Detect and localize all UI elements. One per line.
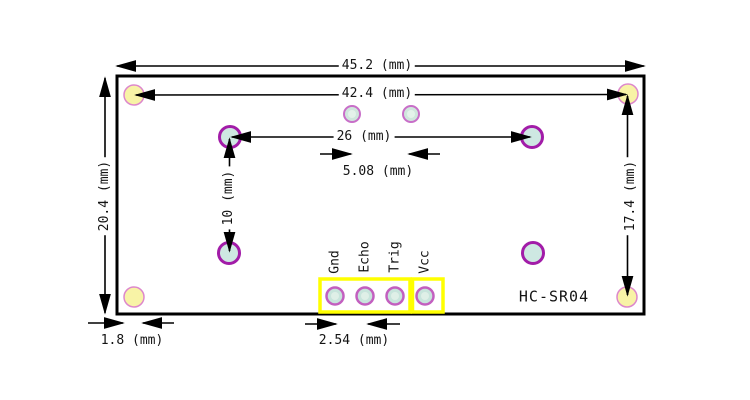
pin-label-vcc: Vcc — [417, 250, 433, 274]
corner-hole-bottom-left — [123, 286, 145, 308]
dim-label-transducer-hole-span: 26 (mm) — [333, 130, 395, 144]
small-hole-right-center — [407, 110, 415, 118]
pin-hole-vcc-center — [421, 292, 429, 300]
pin-hole-trig-center — [391, 292, 399, 300]
dim-label-edge-offset: 1.8 (mm) — [97, 334, 167, 348]
small-hole-left-center — [348, 110, 356, 118]
pin-label-gnd: Gnd — [327, 250, 343, 274]
pcb-outline — [115, 74, 646, 316]
dim-label-corner-hole-span: 42.4 (mm) — [338, 87, 416, 101]
dim-label-pin-pitch: 2.54 (mm) — [315, 334, 393, 348]
board-name-label: HC-SR04 — [518, 287, 590, 306]
transducer-hole-bottom-right — [521, 241, 545, 265]
pin-label-trig: Trig — [387, 241, 403, 273]
dim-label-corner-hole-vertical-span: 17.4 (mm) — [623, 156, 638, 236]
dim-label-small-hole-pitch: 5.08 (mm) — [339, 165, 417, 179]
pin-highlight-box-vcc — [410, 277, 445, 314]
pin-hole-echo-center — [361, 292, 369, 300]
dim-label-overall-width: 45.2 (mm) — [338, 59, 416, 73]
dim-label-transducer-vertical-span: 10 (mm) — [221, 166, 236, 230]
pin-hole-gnd-center — [331, 292, 339, 300]
pin-highlight-box-gnd-echo-trig — [318, 277, 412, 314]
dim-label-overall-height: 20.4 (mm) — [97, 156, 112, 236]
pin-label-echo: Echo — [357, 241, 373, 273]
